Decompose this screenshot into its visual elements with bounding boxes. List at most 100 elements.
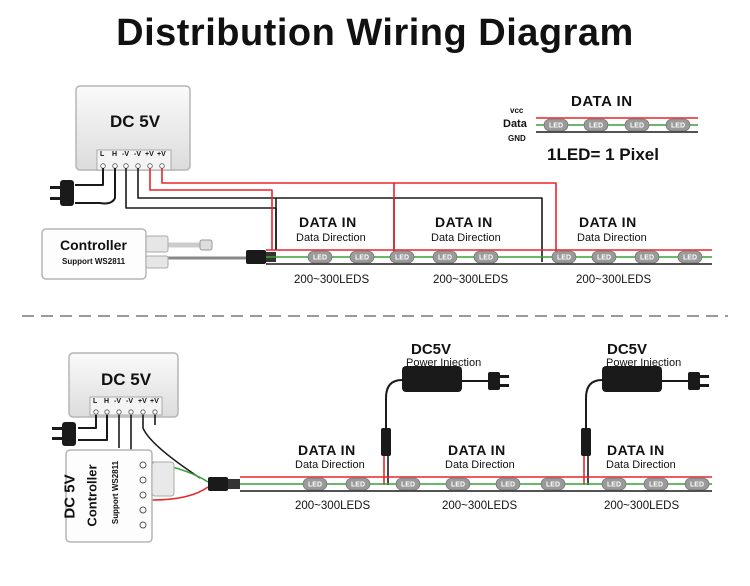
bottom-seg3-count: 200~300LEDS xyxy=(604,500,680,512)
diagram-title: Distribution Wiring Diagram xyxy=(116,12,634,54)
led-pixel xyxy=(540,477,566,491)
led-label: LED xyxy=(479,255,493,262)
led-pixel xyxy=(601,477,627,491)
led-label: LED xyxy=(438,255,452,262)
led-pixel xyxy=(345,477,371,491)
top-seg2-sub: Data Direction xyxy=(431,232,501,244)
injector1-label: DC5V xyxy=(411,341,452,358)
led-label: LED xyxy=(649,482,663,489)
top-terminal-screws xyxy=(100,163,165,169)
led-label: LED xyxy=(597,255,611,262)
led-pixel xyxy=(677,250,703,264)
led-pixel xyxy=(583,118,609,132)
bottom-controller xyxy=(65,449,175,543)
bottom-seg3-heading: DATA IN xyxy=(607,442,665,458)
led-pixel xyxy=(389,250,415,264)
bottom-terminal-label: L xyxy=(93,398,98,405)
led-pixel xyxy=(665,118,691,132)
led-label: LED xyxy=(546,482,560,489)
top-psu-label: DC 5V xyxy=(110,112,161,131)
led-pixel xyxy=(551,250,577,264)
bottom-terminal-label: -V xyxy=(114,398,121,405)
top-seg1-sub: Data Direction xyxy=(296,232,366,244)
top-controller-sub: Support WS2811 xyxy=(62,257,126,266)
top-seg3-count: 200~300LEDS xyxy=(576,274,652,286)
injector1-sub: Power Injection xyxy=(406,357,482,369)
bottom-power-supply xyxy=(68,352,179,418)
top-seg1-count: 200~300LEDS xyxy=(294,274,370,286)
top-controller xyxy=(41,228,213,280)
injector2-sub: Power Injection xyxy=(606,357,682,369)
led-label: LED xyxy=(683,255,697,262)
top-terminal-label: -V xyxy=(134,151,141,158)
bottom-seg3-sub: Data Direction xyxy=(606,459,676,471)
bottom-controller-title: DC 5V xyxy=(61,474,79,519)
led-pixel xyxy=(591,250,617,264)
led-label: LED xyxy=(640,255,654,262)
bottom-seg2-sub: Data Direction xyxy=(445,459,515,471)
legend-data: Data xyxy=(503,118,527,130)
bottom-seg1-sub: Data Direction xyxy=(295,459,365,471)
top-seg2-count: 200~300LEDS xyxy=(433,274,509,286)
bottom-seg1-heading: DATA IN xyxy=(298,442,356,458)
power-injector-1 xyxy=(381,366,509,456)
led-pixel xyxy=(349,250,375,264)
bottom-ac-plug-icon xyxy=(52,422,76,446)
led-label: LED xyxy=(557,255,571,262)
led-label: LED xyxy=(313,255,327,262)
bottom-terminal-screws xyxy=(93,409,158,415)
top-wires xyxy=(75,168,557,262)
bottom-terminal-label: +V xyxy=(150,398,159,405)
bottom-terminal-label: H xyxy=(104,398,110,405)
led-pixel xyxy=(473,250,499,264)
led-label: LED xyxy=(671,123,685,130)
led-label: LED xyxy=(308,482,322,489)
bottom-seg2-heading: DATA IN xyxy=(448,442,506,458)
led-label: LED xyxy=(395,255,409,262)
led-strips: LED LED LED LED LED LED LED LED LED LED LED LED LED L… xyxy=(240,117,712,492)
led-pixel xyxy=(395,477,421,491)
bottom-controller-sub: Support WS2811 xyxy=(111,460,121,525)
led-pixel xyxy=(684,477,710,491)
led-label: LED xyxy=(690,482,704,489)
led-label: LED xyxy=(589,123,603,130)
top-seg3-heading: DATA IN xyxy=(579,214,637,230)
top-terminal-label: +V xyxy=(157,151,166,158)
bottom-controller-terminals xyxy=(139,461,147,529)
top-ac-plug-icon xyxy=(50,180,74,206)
led-pixel xyxy=(495,477,521,491)
bottom-psu-label: DC 5V xyxy=(101,370,152,389)
led-label: LED xyxy=(401,482,415,489)
led-label: LED xyxy=(351,482,365,489)
bottom-seg2-count: 200~300LEDS xyxy=(442,500,518,512)
legend-gnd: GND xyxy=(508,134,526,143)
led-label: LED xyxy=(501,482,515,489)
bottom-controller-title2: Controller xyxy=(84,464,100,527)
led-pixel xyxy=(624,118,650,132)
pixel-note: 1LED= 1 Pixel xyxy=(547,145,659,164)
led-pixel xyxy=(634,250,660,264)
led-pixel xyxy=(643,477,669,491)
led-label: LED xyxy=(549,123,563,130)
injector-wires xyxy=(383,379,688,485)
top-controller-title: Controller xyxy=(60,237,127,253)
bottom-terminal-label: +V xyxy=(138,398,147,405)
bottom-terminal-label: -V xyxy=(126,398,133,405)
top-terminal-label: -V xyxy=(122,151,129,158)
injector2-label: DC5V xyxy=(607,341,648,358)
legend-heading: DATA IN xyxy=(571,93,633,110)
top-seg1-heading: DATA IN xyxy=(299,214,357,230)
led-pixel xyxy=(307,250,333,264)
led-label: LED xyxy=(355,255,369,262)
bottom-controller-text: DC 5V Controller Support WS2811 xyxy=(62,450,152,542)
led-pixel xyxy=(432,250,458,264)
led-label: LED xyxy=(630,123,644,130)
led-pixel xyxy=(302,477,328,491)
top-seg3-sub: Data Direction xyxy=(577,232,647,244)
top-power-supply xyxy=(75,85,191,171)
bottom-wires xyxy=(78,415,209,501)
led-label: LED xyxy=(607,482,621,489)
bottom-jst-connector-icon xyxy=(208,477,240,491)
led-label: LED xyxy=(451,482,465,489)
